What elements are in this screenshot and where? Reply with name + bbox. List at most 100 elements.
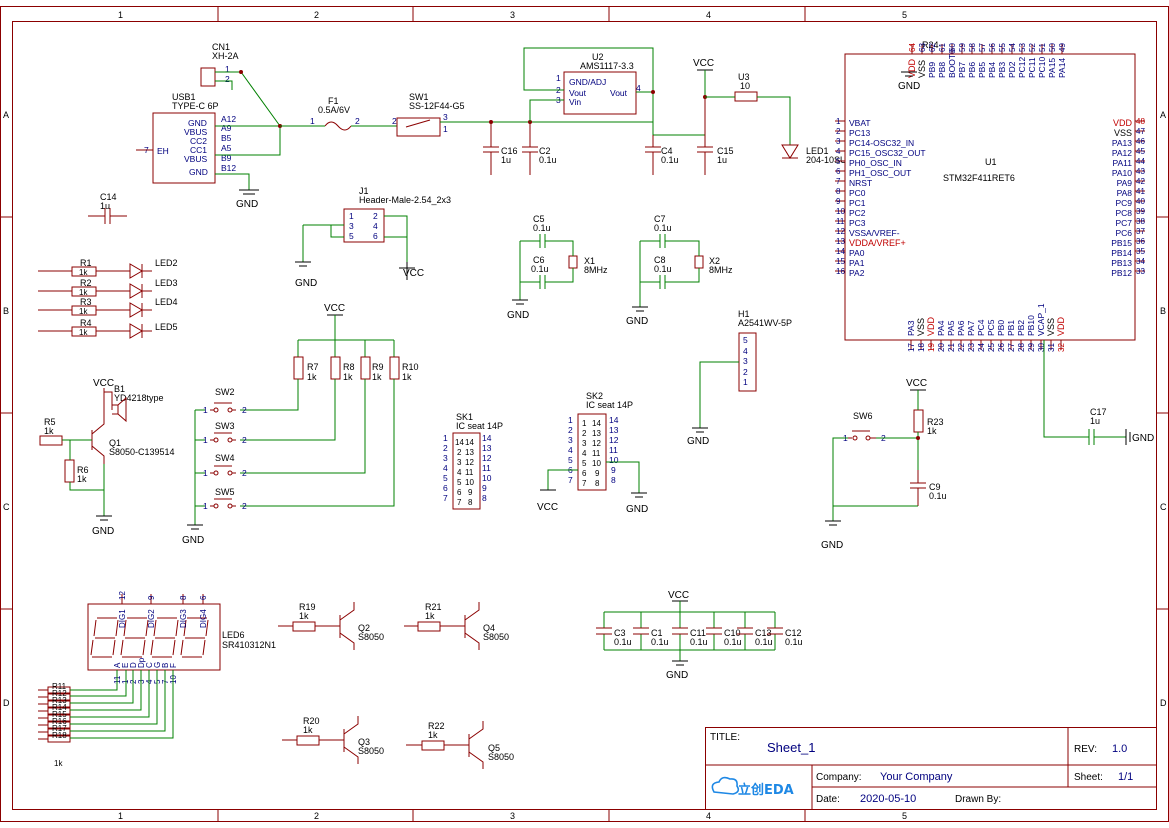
r5-resistor[interactable]: R5 1k: [39, 417, 63, 446]
u1-left-pin-name: VDDA/VREF+: [849, 238, 906, 248]
h1-wire: [699, 361, 739, 428]
u1-left-pin-num: 10: [836, 207, 845, 216]
u1-right-pin-name: PA13: [1112, 138, 1132, 148]
driver-q4[interactable]: R21 1k Q4 S8050: [404, 602, 509, 650]
u1-bottom-pin-num: 27: [1007, 343, 1016, 352]
svg-text:2: 2: [582, 429, 587, 438]
cn1-connector[interactable]: CN1 XH-2A 1 2: [200, 42, 239, 87]
svg-text:11: 11: [609, 445, 618, 455]
driver-q2[interactable]: R19 1k Q2 S8050: [278, 602, 384, 650]
driver-q5[interactable]: R22 1k Q5 S8050: [406, 721, 514, 769]
x1-crystal-circuit[interactable]: C5 0.1u C6 0.1u X1 8MHz: [519, 214, 608, 300]
j1-header[interactable]: J1 Header-Male-2.54_2x3 1 2 3 4 5 6: [343, 186, 451, 243]
decoupling-cap-ref: C13: [755, 628, 772, 638]
vcc-symbol-u3: VCC: [693, 58, 714, 97]
u1-top-pin-name: PC10: [1037, 56, 1047, 78]
svg-text:5: 5: [582, 459, 587, 468]
u1-bottom-pin-name: PC4: [976, 319, 986, 336]
decoupling-cap-value: 0.1u: [785, 637, 803, 647]
u1-left-pin-name: PC0: [849, 188, 866, 198]
svg-text:13: 13: [592, 429, 601, 438]
svg-text:R5: R5: [44, 417, 56, 427]
segment-resistor-ref: R18: [52, 731, 67, 740]
svg-text:SW3: SW3: [215, 421, 235, 431]
c9-capacitor[interactable]: C9 0.1u: [910, 470, 947, 506]
usb1-typec-connector[interactable]: USB1 TYPE-C 6P GND VBUS CC2 CC1 VBUS GND…: [136, 92, 236, 184]
c2-capacitor[interactable]: C2 0.1u: [522, 122, 557, 175]
u1-bottom-pin-name: PB10: [1026, 315, 1036, 336]
u1-bottom-pin-num: 30: [1037, 343, 1046, 352]
led-indicator-1[interactable]: R1 1k LED2: [38, 258, 178, 279]
c14-capacitor[interactable]: C14 1u: [88, 192, 127, 224]
led6-seg-pin-name: B: [161, 663, 170, 668]
vcc-symbol-pullups: VCC: [324, 303, 345, 316]
svg-text:IC seat 14P: IC seat 14P: [586, 400, 633, 410]
led-indicator-2[interactable]: R2 1k LED3: [38, 278, 178, 299]
u1-bottom-pin-num: 20: [937, 343, 946, 352]
led6-seg-pin-name: Dp: [137, 657, 146, 668]
r6-resistor[interactable]: R6 1k: [64, 459, 89, 484]
svg-text:3: 3: [443, 453, 448, 463]
svg-text:Q1: Q1: [109, 438, 121, 448]
svg-text:GND: GND: [666, 670, 688, 681]
gnd-symbol-j1: GND: [295, 261, 317, 289]
svg-text:11: 11: [482, 463, 491, 473]
c16-capacitor[interactable]: C16 1u: [483, 122, 518, 175]
col-label-5: 5: [902, 10, 907, 20]
driver-q3[interactable]: R20 1k Q3 S8050: [282, 716, 384, 764]
u1-bottom-pin-num: 19: [927, 343, 936, 352]
company-label: Company:: [816, 772, 862, 783]
svg-text:14: 14: [455, 438, 464, 447]
decoupling-cap-ref: C1: [651, 628, 663, 638]
svg-text:GND: GND: [182, 535, 204, 546]
c17-capacitor[interactable]: C17 1u: [1043, 340, 1126, 445]
u3-resistor[interactable]: U3 10: [734, 72, 758, 102]
u1-bottom-pin-name: VDD: [926, 316, 936, 336]
u1-bottom-pin-num: 32: [1057, 343, 1066, 352]
x2-crystal-circuit[interactable]: C7 0.1u C8 0.1u X2 8MHz: [639, 214, 733, 307]
svg-text:S8050: S8050: [488, 752, 514, 762]
c4-capacitor[interactable]: C4 0.1u: [645, 135, 679, 175]
row-label-a: A: [3, 110, 9, 120]
svg-text:IC seat 14P: IC seat 14P: [456, 421, 503, 431]
c15-capacitor[interactable]: C15 1u: [697, 97, 734, 175]
svg-text:7: 7: [443, 493, 448, 503]
svg-text:1k: 1k: [425, 611, 435, 621]
b1-buzzer[interactable]: VCC B1 YD4218type: [93, 378, 164, 423]
u2-regulator[interactable]: U2 AMS1117-3.3 GND/ADJ Vout Vin Vout 1 2…: [556, 52, 641, 115]
u1-top-pin-num: 59: [958, 43, 967, 52]
svg-text:Vout: Vout: [569, 88, 587, 98]
h1-connector[interactable]: H1 A2541WV-5P 5 4 3 2 1: [738, 309, 792, 392]
gnd-symbol-reset: GND: [821, 520, 843, 551]
u1-right-pin-name: PC6: [1115, 228, 1132, 238]
u1-bottom-pin-name: VCAP_1: [1036, 303, 1046, 336]
svg-text:LED2: LED2: [155, 258, 178, 268]
gnd-symbol-q1: GND: [92, 515, 114, 537]
svg-text:1k: 1k: [77, 474, 87, 484]
u1-left-pin-name: PH1_OSC_OUT: [849, 168, 911, 178]
sw1-slide-switch[interactable]: SW1 SS-12F44-G5 2 3 1: [392, 92, 465, 137]
f1-fuse[interactable]: F1 0.5A/6V 1 2: [310, 96, 360, 131]
led-indicator-4[interactable]: R4 1k LED5: [38, 318, 178, 339]
q1-transistor[interactable]: Q1 S8050-C139514: [70, 420, 175, 464]
vcc-symbol-reset: VCC: [906, 378, 927, 391]
svg-text:VCC: VCC: [906, 378, 927, 389]
rev-label: REV:: [1074, 744, 1097, 755]
led-indicator-3[interactable]: R3 1k LED4: [38, 297, 178, 318]
u1-bottom-pin-num: 25: [987, 343, 996, 352]
u1-stm32-mcu[interactable]: U1 STM32F411RET6 R24: [844, 40, 1136, 341]
u1-bottom-pin-name: PA6: [956, 320, 966, 336]
svg-text:1: 1: [556, 73, 561, 83]
svg-text:Q4: Q4: [483, 623, 495, 633]
